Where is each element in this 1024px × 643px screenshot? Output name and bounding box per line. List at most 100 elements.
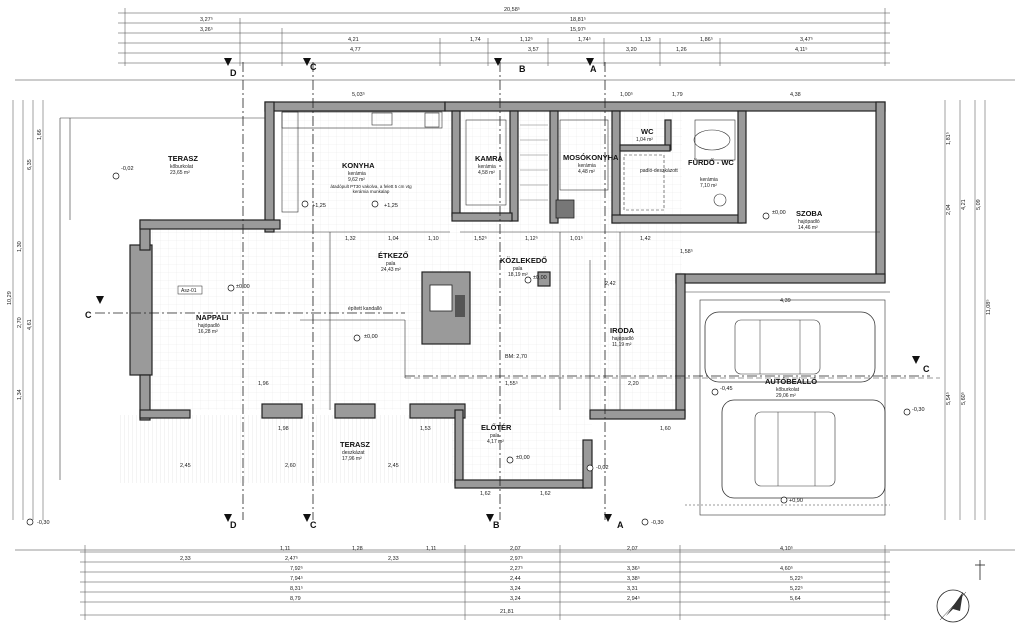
- room-nappali: NAPPALI hajópadló 16,28 m²: [196, 313, 228, 335]
- svg-text:±0,00: ±0,00: [516, 455, 530, 461]
- svg-text:24,43 m²: 24,43 m²: [381, 267, 401, 273]
- dim-top-2a: 3,27⁵: [200, 16, 213, 23]
- svg-text:NAPPALI: NAPPALI: [196, 313, 228, 322]
- room-etkezo: ÉTKEZŐ pala 24,43 m²: [378, 251, 409, 273]
- svg-text:SZOBA: SZOBA: [796, 209, 823, 218]
- dim-top-4b: 1,74: [470, 37, 481, 43]
- svg-text:TERASZ: TERASZ: [340, 440, 370, 449]
- svg-text:-0,30: -0,30: [912, 407, 925, 413]
- section-b-top: B: [494, 58, 526, 74]
- svg-text:4,39: 4,39: [780, 298, 791, 304]
- svg-text:B: B: [519, 64, 526, 74]
- room-szoba: SZOBA hajópadló 14,46 m²: [796, 209, 823, 231]
- car-top: [704, 311, 876, 383]
- svg-text:pala: pala: [490, 433, 500, 439]
- svg-text:1,52⁵: 1,52⁵: [474, 235, 487, 242]
- svg-text:ELŐTÉR: ELŐTÉR: [481, 423, 512, 432]
- corner-mark: [975, 560, 985, 580]
- section-d-bottom: D: [224, 514, 237, 530]
- svg-text:kerámia: kerámia: [578, 163, 596, 169]
- svg-text:hajópadló: hajópadló: [612, 336, 634, 342]
- svg-text:2,47⁵: 2,47⁵: [285, 555, 298, 562]
- svg-text:1,11: 1,11: [280, 546, 290, 552]
- section-c-right: C: [912, 356, 930, 374]
- dim-right-5: 5,54⁵: [945, 392, 952, 405]
- svg-text:deszkázat: deszkázat: [342, 450, 365, 456]
- car-bottom: [721, 399, 886, 499]
- room-wc: WC 1,04 m²: [636, 127, 654, 143]
- room-terasz-north: TERASZ kőburkolat 23,65 m²: [168, 154, 198, 176]
- svg-text:18,19 m²: 18,19 m²: [508, 272, 528, 278]
- svg-text:14,46 m²: 14,46 m²: [798, 225, 818, 231]
- svg-text:4,10⁵: 4,10⁵: [780, 545, 793, 552]
- svg-text:1,12⁵: 1,12⁵: [525, 235, 538, 242]
- svg-text:-0,30: -0,30: [651, 520, 664, 526]
- svg-text:1,60: 1,60: [660, 426, 671, 432]
- dim-left-5: 1,66: [37, 129, 43, 140]
- dim-left-1: 2,70: [17, 317, 23, 328]
- svg-text:2,45: 2,45: [388, 463, 399, 469]
- svg-text:29,06 m²: 29,06 m²: [776, 393, 796, 399]
- svg-text:1,53: 1,53: [420, 426, 431, 432]
- level-markers: -0,02 +1,25 +1,25 ±0,00 ±0,00 ±0,00 ±0,0…: [26, 166, 925, 526]
- svg-text:1,58⁵: 1,58⁵: [680, 248, 693, 255]
- svg-text:FÜRDŐ - WC: FÜRDŐ - WC: [688, 158, 734, 167]
- section-d-top: D: [224, 58, 237, 78]
- dim-top-3b: 15,97⁵: [570, 26, 586, 33]
- dim-left-3: 1,30: [17, 241, 23, 252]
- room-terasz-south: TERASZ deszkázat 17,96 m²: [340, 440, 370, 462]
- dim-right-2: 4,21: [961, 199, 967, 210]
- dim-top-4c: 1,12⁵: [520, 36, 533, 43]
- svg-text:3,38⁵: 3,38⁵: [627, 575, 640, 582]
- svg-text:WC: WC: [641, 127, 654, 136]
- svg-text:2,94⁵: 2,94⁵: [627, 595, 640, 602]
- worktop-note: átadópult PT30 vakolva, a felett 5 cm vt…: [330, 184, 412, 194]
- svg-text:kőburkolat: kőburkolat: [776, 387, 800, 393]
- section-markers: D C B A D C B A: [85, 58, 930, 530]
- level-marker: ±0,00: [524, 275, 547, 284]
- svg-text:AUTÓBEÁLLÓ: AUTÓBEÁLLÓ: [765, 377, 817, 386]
- svg-text:C: C: [923, 364, 930, 374]
- svg-text:2,45: 2,45: [180, 463, 191, 469]
- right-dimension-chains: 11,08⁵ 5,09 4,21 2,04 1,81⁵ 5,54⁵ 5,60⁵: [944, 100, 992, 520]
- svg-text:1,42: 1,42: [640, 236, 651, 242]
- svg-text:D: D: [230, 68, 237, 78]
- dim-top-4a: 4,21: [348, 37, 359, 43]
- left-dimension-chains: 10,29 2,70 4,61 1,30 6,35 1,66 1,34: [7, 100, 44, 520]
- room-eloter: ELŐTÉR pala 4,17 m²: [481, 423, 512, 445]
- svg-text:±0,00: ±0,00: [772, 210, 786, 216]
- svg-text:KAMRA: KAMRA: [475, 154, 503, 163]
- room-labels: TERASZ kőburkolat 23,65 m² KONYHA kerámi…: [168, 127, 823, 462]
- dim-left-4: 6,35: [27, 159, 33, 170]
- section-axes: [95, 62, 930, 520]
- dim-top-5c: 3,20: [626, 47, 637, 53]
- svg-text:C: C: [310, 520, 317, 530]
- svg-text:8,79: 8,79: [290, 596, 301, 602]
- svg-text:3,24: 3,24: [510, 586, 521, 592]
- svg-text:A: A: [590, 64, 597, 74]
- section-c-bottom: C: [303, 514, 317, 530]
- svg-text:5,22⁵: 5,22⁵: [790, 575, 803, 582]
- dim-right-0: 11,08⁵: [985, 299, 992, 315]
- level-marker: -0,45: [711, 386, 733, 396]
- svg-text:pala: pala: [513, 266, 523, 272]
- svg-text:2,20: 2,20: [628, 381, 639, 387]
- dim-top-5a: 4,77: [350, 47, 361, 53]
- level-marker: ±0,00: [227, 284, 250, 292]
- svg-text:kerámia: kerámia: [348, 171, 366, 177]
- svg-text:4,58 m²: 4,58 m²: [478, 170, 495, 176]
- bm-label: BM: 2,70: [505, 354, 527, 360]
- svg-text:5,03⁵: 5,03⁵: [352, 91, 365, 98]
- svg-text:ÉTKEZŐ: ÉTKEZŐ: [378, 251, 409, 260]
- svg-text:4,17 m²: 4,17 m²: [487, 439, 504, 445]
- svg-text:KONYHA: KONYHA: [342, 161, 375, 170]
- section-a-bottom: A: [604, 514, 624, 530]
- svg-text:16,28 m²: 16,28 m²: [198, 329, 218, 335]
- dim-top-4e: 1,13: [640, 37, 651, 43]
- dim-top-4g: 3,47⁵: [800, 36, 813, 43]
- dim-top-5b: 3,57: [528, 47, 539, 53]
- section-b-bottom: B: [486, 514, 500, 530]
- svg-text:B: B: [493, 520, 500, 530]
- svg-text:2,60: 2,60: [285, 463, 296, 469]
